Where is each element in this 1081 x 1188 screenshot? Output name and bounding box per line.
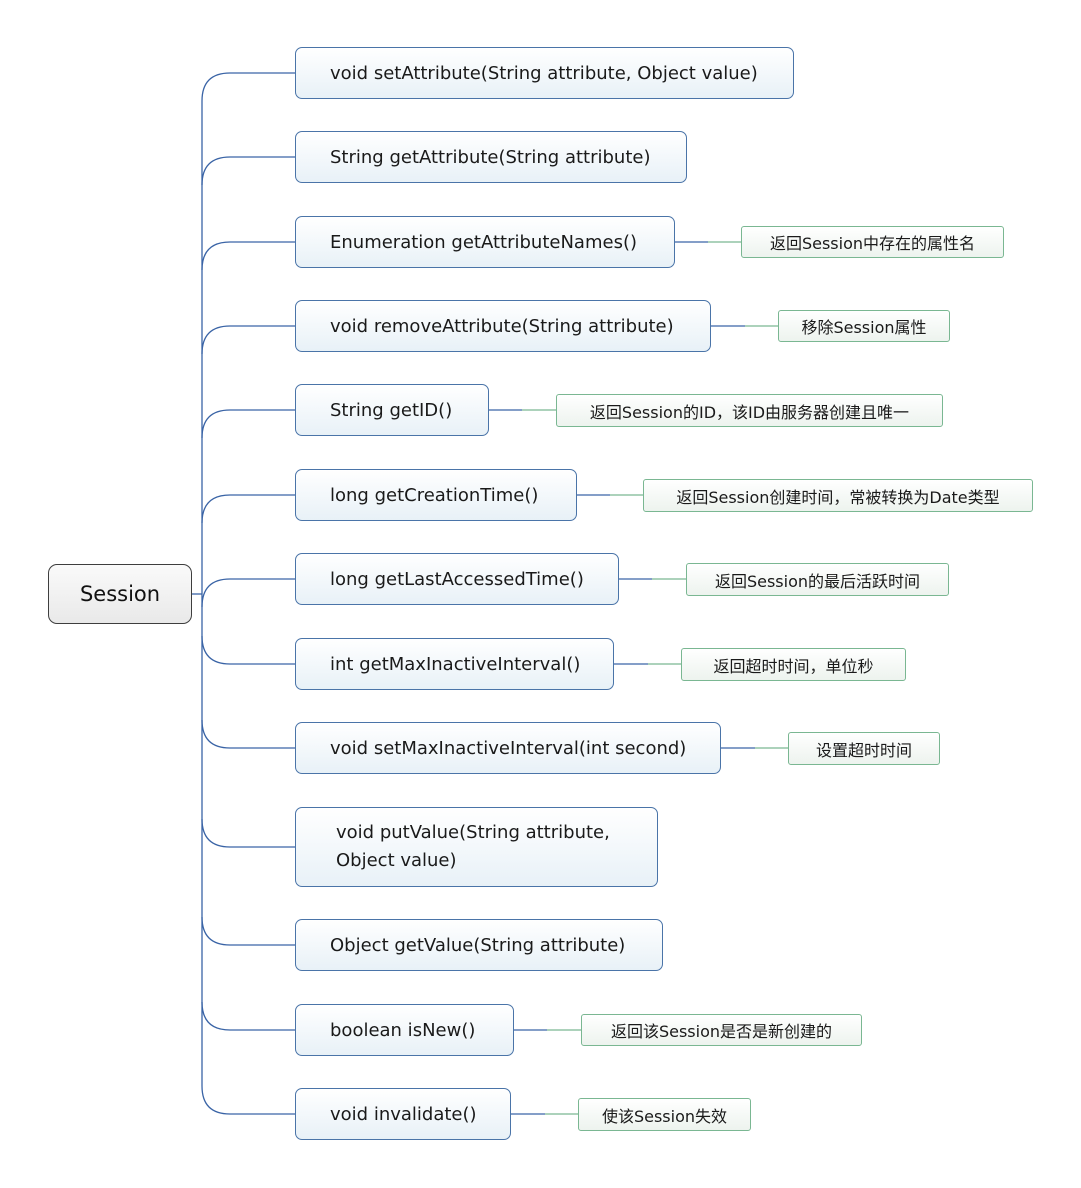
method-put-value[interactable]: void putValue(String attribute, Object v… [295,807,658,887]
method-get-last-accessed-time[interactable]: long getLastAccessedTime() [295,553,619,605]
method-set-attribute[interactable]: void setAttribute(String attribute, Obje… [295,47,794,99]
method-set-max-inactive-interval[interactable]: void setMaxInactiveInterval(int second) [295,722,721,774]
root-node-session[interactable]: Session [48,564,192,624]
note-set-max-inactive-interval[interactable]: 设置超时时间 [788,732,940,765]
method-is-new[interactable]: boolean isNew() [295,1004,514,1056]
note-get-max-inactive-interval[interactable]: 返回超时时间，单位秒 [681,648,906,681]
note-get-attribute-names[interactable]: 返回Session中存在的属性名 [741,226,1004,258]
method-invalidate[interactable]: void invalidate() [295,1088,511,1140]
method-get-attribute[interactable]: String getAttribute(String attribute) [295,131,687,183]
note-is-new[interactable]: 返回该Session是否是新创建的 [581,1014,862,1046]
note-get-creation-time[interactable]: 返回Session创建时间，常被转换为Date类型 [643,479,1033,512]
note-get-last-accessed-time[interactable]: 返回Session的最后活跃时间 [686,563,949,596]
method-get-id[interactable]: String getID() [295,384,489,436]
note-get-id[interactable]: 返回Session的ID，该ID由服务器创建且唯一 [556,394,943,427]
method-remove-attribute[interactable]: void removeAttribute(String attribute) [295,300,711,352]
method-get-attribute-names[interactable]: Enumeration getAttributeNames() [295,216,675,268]
method-get-max-inactive-interval[interactable]: int getMaxInactiveInterval() [295,638,614,690]
note-remove-attribute[interactable]: 移除Session属性 [778,310,950,342]
method-get-creation-time[interactable]: long getCreationTime() [295,469,577,521]
note-invalidate[interactable]: 使该Session失效 [578,1098,751,1131]
method-get-value[interactable]: Object getValue(String attribute) [295,919,663,971]
